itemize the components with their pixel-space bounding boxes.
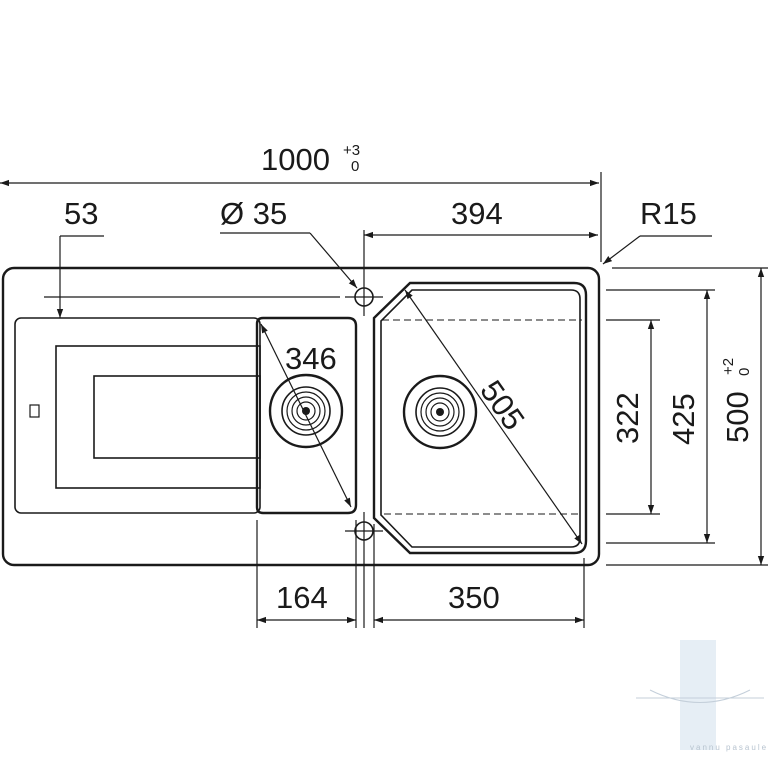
- main-bowl-outer-depth-label: 425: [666, 393, 701, 445]
- overall-width-tol-lower: 0: [736, 368, 753, 376]
- overall-length-tol-upper: +3: [343, 142, 360, 159]
- main-bowl-diagonal-label: 505: [473, 374, 531, 436]
- main-bowl-drain: [402, 374, 478, 450]
- tap-hole-leader-arrow: [309, 232, 358, 289]
- watermark-text: vannu pasaule: [690, 743, 768, 752]
- overall-width-tol-upper: +2: [720, 358, 737, 375]
- main-bowl-width-label: 394: [451, 196, 503, 231]
- tap-hole-bottom: [345, 512, 383, 628]
- main-bowl-diagonal-dimension: [404, 289, 583, 545]
- tap-hole-label: Ø 35: [220, 196, 287, 231]
- overall-length-label: 1000: [261, 142, 330, 177]
- main-bowl-depth-label: 322: [610, 392, 645, 444]
- overall-width-label: 500: [720, 391, 755, 443]
- main-bowl-bottom-width-label: 350: [448, 580, 500, 615]
- small-bowl-drain: [268, 373, 344, 449]
- corner-radius-label: R15: [640, 196, 697, 231]
- drainer-groove: [93, 375, 261, 459]
- sink-outer-outline: [1, 266, 601, 567]
- main-bowl-inner-outline: [380, 289, 581, 548]
- small-bowl-diagonal-dimension: [260, 323, 352, 508]
- overall-length-tol-lower: 0: [351, 158, 359, 175]
- drainer-offset-label: 53: [64, 196, 98, 231]
- drainer-mark: [29, 404, 40, 418]
- drainer-board-outline: [14, 317, 261, 514]
- corner-radius-leader-arrow: [602, 235, 641, 265]
- small-bowl-width-label: 164: [276, 580, 328, 615]
- drainer-inner-recess: [55, 345, 261, 489]
- small-bowl-diagonal-label: 346: [285, 341, 337, 376]
- main-bowl-outline: [372, 281, 588, 555]
- tap-hole-top: [345, 230, 383, 316]
- small-bowl-outline: [255, 316, 358, 515]
- watermark-logo: vannu pasaule: [636, 640, 768, 752]
